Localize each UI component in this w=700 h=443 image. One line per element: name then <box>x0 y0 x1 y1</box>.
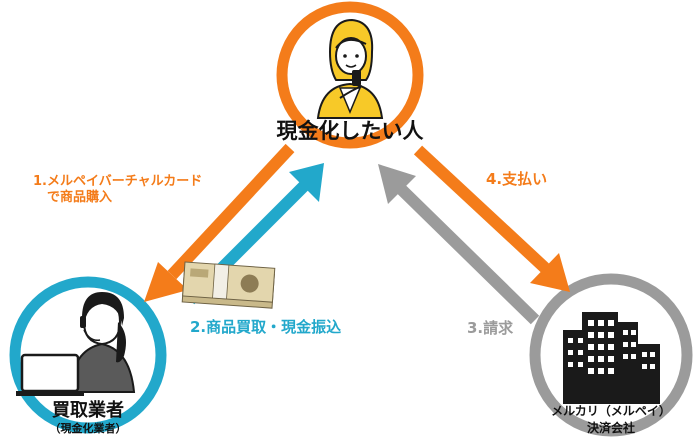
left-node-label: 買取業者 <box>52 400 124 421</box>
arrow-step4 <box>413 145 570 292</box>
step2-label: 2.商品買取・現金振込 <box>190 318 342 336</box>
step1-label-line1: 1.メルペイバーチャルカード <box>33 174 203 189</box>
arrow-step3 <box>378 164 540 325</box>
company-buildings-icon <box>563 312 660 404</box>
arrow-step1 <box>144 143 295 302</box>
cash-bundle-icon <box>181 261 276 309</box>
step1-label-line2: で商品購入 <box>47 190 113 206</box>
top-node-label: 現金化したい人 <box>276 119 424 143</box>
operator-with-headset-icon <box>16 292 136 396</box>
left-node-sublabel: （現金化業者） <box>49 422 127 435</box>
person-with-phone-icon <box>316 18 384 119</box>
right-node-sublabel: 決済会社 <box>586 421 635 435</box>
step3-label: 3.請求 <box>467 319 514 337</box>
step4-label: 4.支払い <box>486 170 548 188</box>
right-node-label: メルカリ（メルペイ） <box>551 404 671 418</box>
step1-label: 1.メルペイバーチャルカード で商品購入 <box>33 174 202 207</box>
